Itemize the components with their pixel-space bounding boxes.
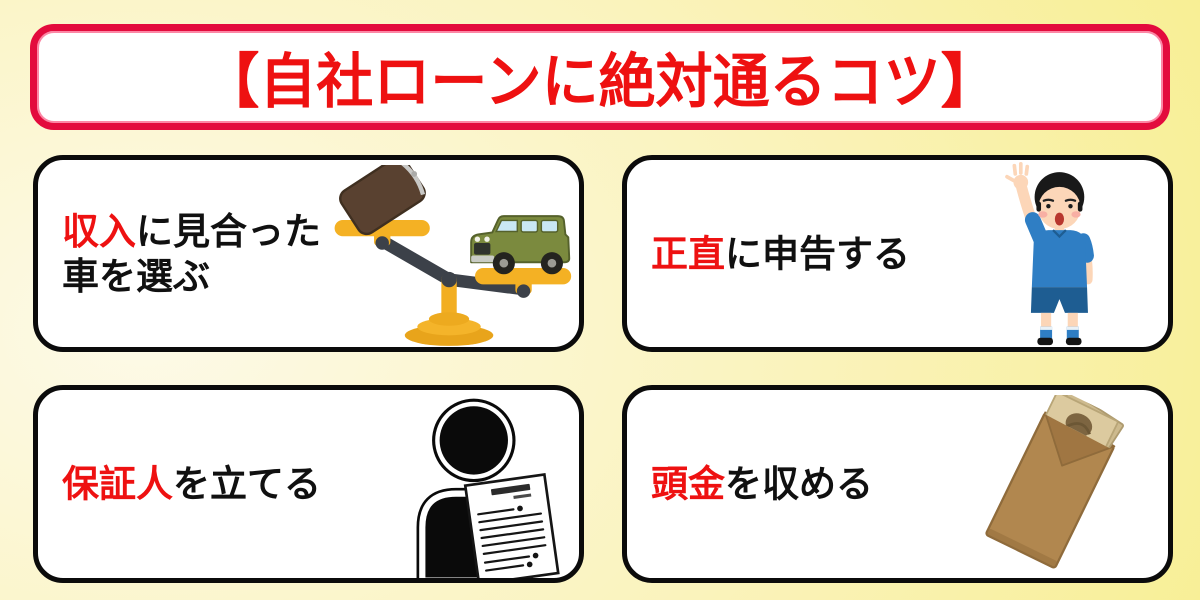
card-label-rest: を立てる <box>173 463 321 505</box>
contract-document-icon <box>463 473 560 586</box>
card-keyword: 頭金 <box>651 463 725 505</box>
card-label-rest: を収める <box>725 463 873 505</box>
card-label-line2: 車を選ぶ <box>62 255 210 297</box>
card-label: 頭金を収める <box>651 461 873 506</box>
card-label: 正直に申告する <box>651 231 910 276</box>
cash-envelope-icon <box>954 389 1146 583</box>
card-honest-declaration: 正直に申告する <box>622 155 1173 352</box>
wallet-icon <box>339 156 426 236</box>
card-label: 保証人を立てる <box>62 461 321 506</box>
card-guarantor: 保証人を立てる <box>33 385 584 587</box>
card-income-matched-car: 収入に見合った 車を選ぶ <box>33 155 584 352</box>
page-title: 【自社ローンに絶対通るコツ】 <box>202 48 998 116</box>
card-label-rest: に申告する <box>725 232 910 274</box>
card-keyword: 正直 <box>651 232 725 274</box>
silhouette-person-with-document-icon <box>407 396 569 587</box>
card-keyword: 収入 <box>62 210 136 252</box>
card-label-rest: に見合った <box>136 210 321 252</box>
car-icon <box>470 215 571 275</box>
title-banner: 【自社ローンに絶対通るコツ】 <box>30 24 1170 130</box>
card-keyword: 保証人 <box>62 463 173 505</box>
balance-scale-wallet-car-icon <box>325 156 575 348</box>
card-label: 収入に見合った 車を選ぶ <box>62 208 321 298</box>
boy-raising-hand-icon <box>1000 162 1106 346</box>
card-down-payment: 頭金を収める <box>622 385 1173 583</box>
